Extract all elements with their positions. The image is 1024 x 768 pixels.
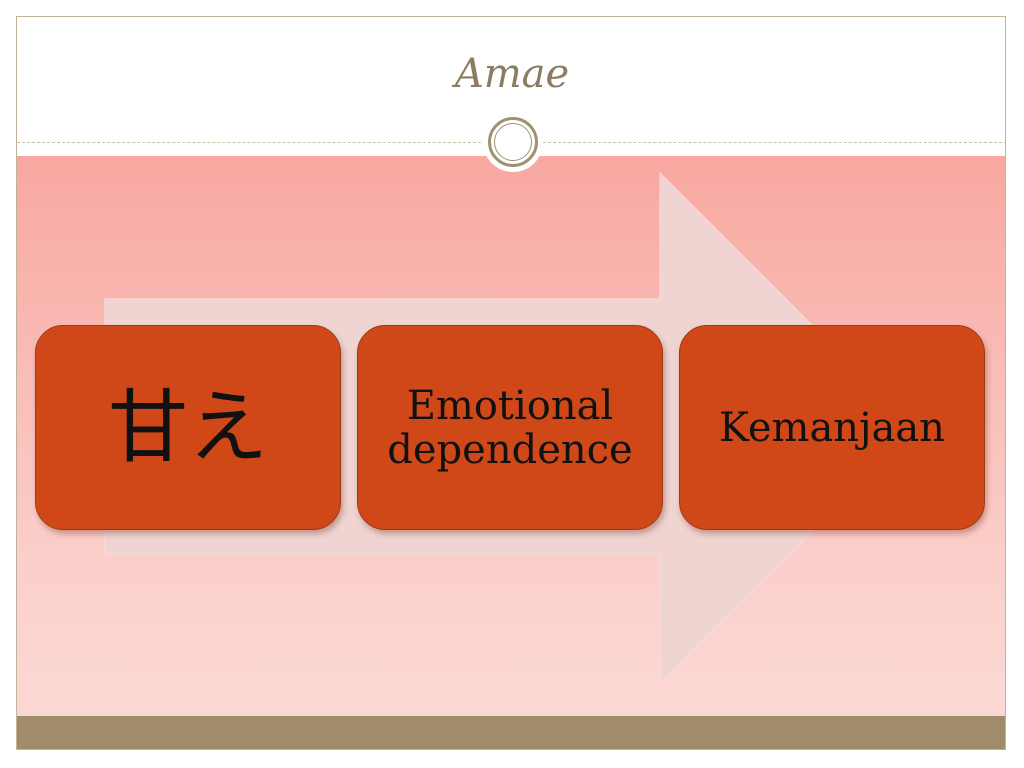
step-label: 甘え — [108, 380, 268, 474]
slide-title: Amae — [454, 51, 570, 97]
step-box-indonesian: Kemanjaan — [679, 325, 985, 530]
slide: Amae 甘え Emotional dependence Kemanjaan — [16, 16, 1006, 750]
ornament-inner-ring — [494, 123, 532, 161]
step-box-english: Emotional dependence — [357, 325, 663, 530]
step-box-japanese: 甘え — [35, 325, 341, 530]
step-label: Kemanjaan — [719, 404, 945, 451]
step-label: Emotional dependence — [387, 382, 633, 473]
footer-bar — [17, 716, 1005, 749]
